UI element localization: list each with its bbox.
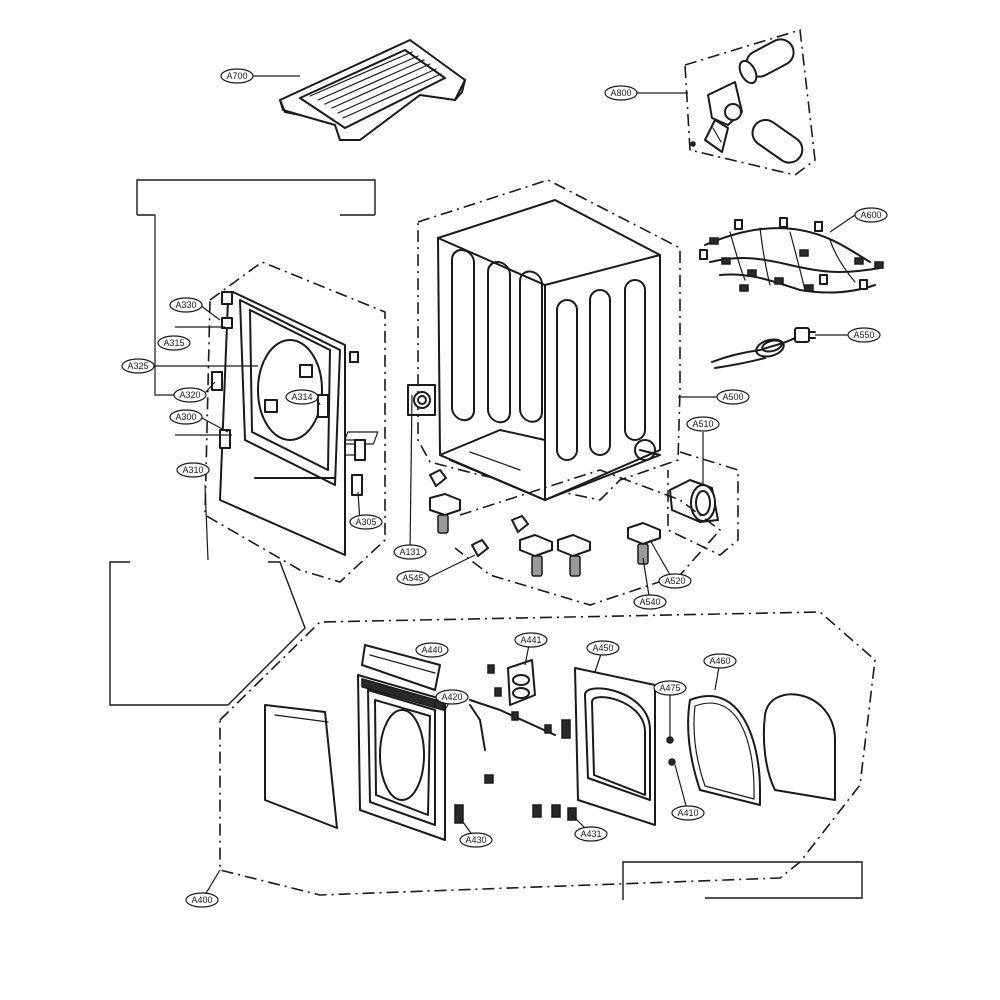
wire-harness-part [699,217,884,294]
callout-A320: A320 [173,387,207,403]
callout-A315: A315 [157,335,191,351]
label-A305: A305 [355,517,376,527]
callout-A475: A475 [653,680,687,696]
power-cord-part [711,327,816,369]
label-A450: A450 [592,643,613,653]
callout-A430: A430 [459,832,493,848]
callout-A310: A310 [176,462,210,478]
top-grille-part [279,39,466,141]
label-A325: A325 [127,361,148,371]
callout-A131: A131 [393,544,427,560]
callout-A305: A305 [349,514,383,530]
callout-A325: A325 [121,358,155,374]
leveling-feet-parts [429,469,722,606]
label-A540: A540 [639,597,660,607]
label-A420: A420 [441,692,462,702]
callout-A500: A500 [716,389,750,405]
label-A320: A320 [179,390,200,400]
door-assembly-area [219,611,876,896]
callout-A420: A420 [435,689,469,705]
callout-A300: A300 [169,409,203,425]
label-A131: A131 [399,547,420,557]
callout-A410: A410 [671,805,705,821]
label-A310: A310 [182,465,203,475]
sensor-bracket-part [407,384,436,416]
callout-A510: A510 [686,416,720,432]
callout-A314: A314 [285,389,319,405]
callout-A700: A700 [220,68,254,84]
callout-A540: A540 [633,594,667,610]
callout-A550: A550 [847,327,881,343]
label-A330: A330 [175,300,196,310]
label-A431: A431 [580,829,601,839]
label-A430: A430 [465,835,486,845]
label-A460: A460 [709,656,730,666]
label-A315: A315 [163,338,184,348]
callout-A520: A520 [658,573,692,589]
note-bracket-bottom-right [622,861,863,900]
label-A600: A600 [860,210,881,220]
callout-A600: A600 [854,207,888,223]
callout-A431: A431 [574,826,608,842]
callout-A330: A330 [169,297,203,313]
exhaust-duct-part [667,451,739,556]
callout-A441: A441 [514,632,548,648]
label-A410: A410 [677,808,698,818]
callout-A545: A545 [396,570,430,586]
label-A441: A441 [520,635,541,645]
callout-A800: A800 [604,85,638,101]
label-A500: A500 [722,392,743,402]
label-A475: A475 [659,683,680,693]
label-A520: A520 [664,576,685,586]
label-A314: A314 [291,392,312,402]
label-A510: A510 [692,419,713,429]
callout-A400: A400 [185,892,219,908]
label-A700: A700 [226,71,247,81]
callout-A440: A440 [415,642,449,658]
label-A550: A550 [853,330,874,340]
callout-A460: A460 [703,653,737,669]
duct-kit-part [684,28,816,176]
control-panel-area [204,261,386,583]
label-A800: A800 [610,88,631,98]
label-A545: A545 [402,573,423,583]
cabinet-part [313,179,681,501]
callout-A450: A450 [586,640,620,656]
label-A440: A440 [421,645,442,655]
note-bracket-mid-left [109,561,306,706]
label-A400: A400 [191,895,212,905]
label-A300: A300 [175,412,196,422]
note-bracket-top-left [136,179,376,216]
